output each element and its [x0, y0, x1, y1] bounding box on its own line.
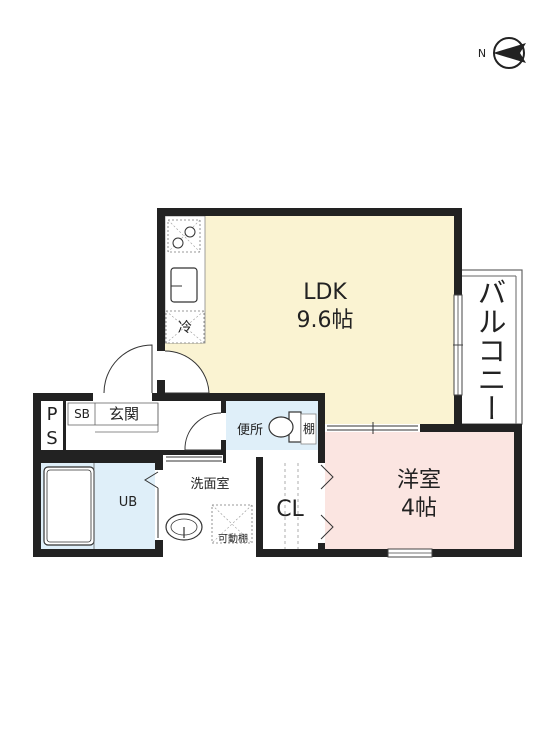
bedroom-size: 4帖: [401, 496, 437, 521]
shoebox-label: SB: [74, 407, 90, 421]
bath-label: UB: [119, 495, 137, 510]
toilet-shelf: [300, 413, 317, 445]
pipe-space-label-2: S: [46, 428, 57, 449]
stove: [167, 219, 201, 253]
window: [387, 548, 433, 558]
washroom-sliding-door: [163, 455, 223, 463]
balcony: バルコニー: [459, 269, 523, 425]
bedroom-name: 洋室: [397, 468, 441, 493]
window: [453, 294, 463, 396]
toilet-label: 便所: [237, 423, 263, 438]
closet-door: [318, 463, 334, 543]
fridge-label: 冷: [178, 320, 192, 336]
bedroom-sliding-door: [325, 422, 420, 434]
movable-shelf-label: 可動棚: [218, 532, 248, 545]
ldk-room: [165, 216, 454, 424]
washbasin-icon: [165, 513, 203, 541]
burner-icon: [172, 237, 184, 249]
bath-door: [144, 470, 163, 540]
bathtub-icon: [43, 466, 95, 546]
compass-arrow: [493, 43, 526, 63]
pipe-space: [41, 401, 66, 450]
compass-letter: N: [478, 47, 486, 60]
washing-machine-space: [211, 504, 253, 544]
ldk-size: 9.6帖: [297, 308, 354, 333]
toilet-icon: [268, 411, 302, 443]
entrance-door: [93, 344, 153, 401]
closet-label: CL: [276, 497, 304, 522]
bedroom: [325, 432, 514, 549]
compass: N: [478, 37, 526, 69]
ldk-name: LDK: [303, 280, 347, 305]
toilet-shelf-label: 棚: [303, 421, 315, 436]
washroom-label: 洗面室: [190, 476, 229, 492]
ldk-door: [157, 350, 210, 394]
entrance-label: 玄関: [109, 405, 139, 423]
burner-icon: [184, 226, 196, 238]
kitchen-counter: 冷: [164, 215, 206, 344]
balcony-label: バルコニー: [473, 278, 507, 423]
toilet-door: [184, 412, 226, 451]
kitchen-sink-icon: [170, 267, 198, 303]
closet: [263, 463, 318, 549]
pipe-space-label-1: P: [47, 404, 58, 425]
